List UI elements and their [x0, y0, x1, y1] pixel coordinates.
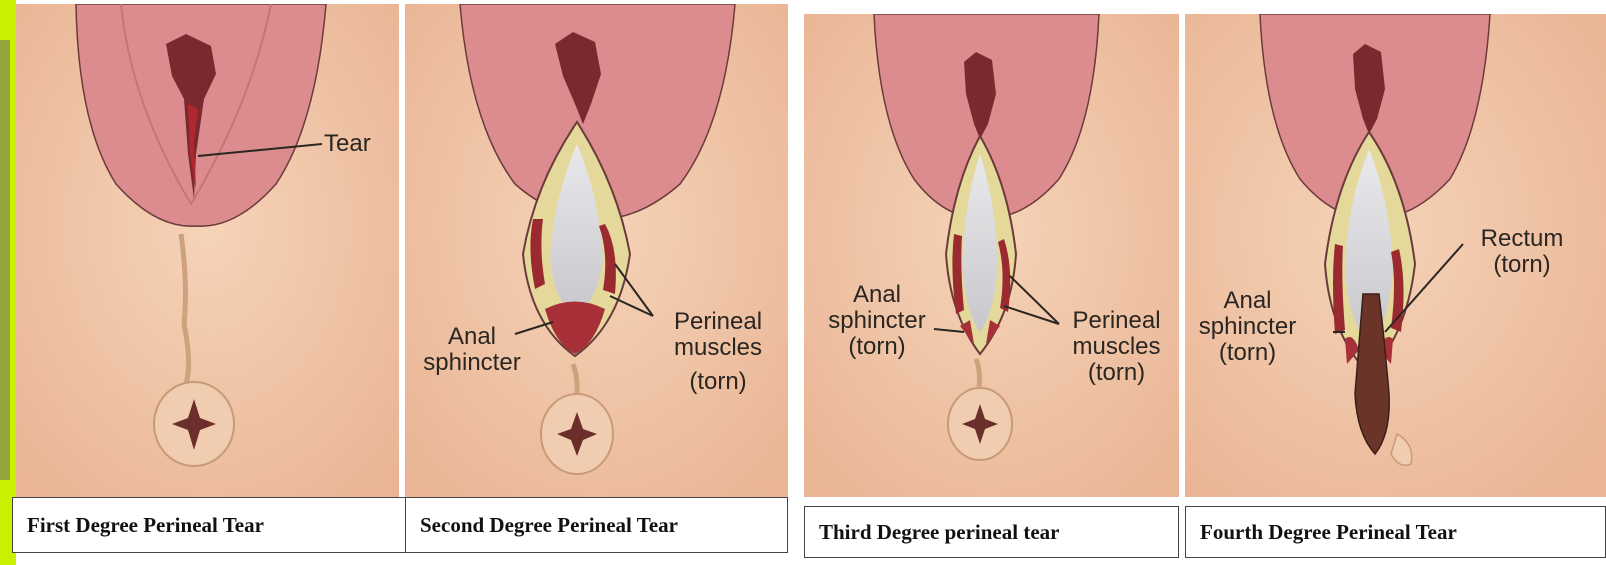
rectum-torn-label: Rectum (torn): [1467, 226, 1577, 278]
perineal-muscles-label-line3: (torn): [653, 369, 783, 395]
anal-sphincter-torn-label-4-line2: sphincter: [1185, 314, 1310, 340]
third-degree-illustration: [804, 14, 1179, 497]
caption-fourth-degree: Fourth Degree Perineal Tear: [1185, 506, 1606, 558]
perineal-muscles-torn-label: Perineal muscles (torn): [1054, 308, 1179, 386]
first-degree-illustration: [16, 4, 399, 497]
tear-label: Tear: [324, 131, 371, 157]
caption-second-degree: Second Degree Perineal Tear: [405, 497, 788, 553]
second-degree-illustration: [405, 4, 788, 497]
anal-sphincter-torn-label-4-line3: (torn): [1185, 340, 1310, 366]
left-edge-strip: [0, 0, 16, 565]
anal-sphincter-torn-label-line3: (torn): [812, 334, 942, 360]
anal-sphincter-torn-label-4-line1: Anal: [1185, 288, 1310, 314]
panel-third-degree: Anal sphincter (torn) Perineal muscles (…: [804, 14, 1179, 497]
panel-fourth-degree: Anal sphincter (torn) Rectum (torn): [1185, 14, 1606, 497]
anal-sphincter-label-line2: sphincter: [407, 350, 537, 376]
anal-sphincter-torn-label-line2: sphincter: [812, 308, 942, 334]
perineal-muscles-label-line1: Perineal: [653, 309, 783, 335]
rectum-torn-label-line2: (torn): [1467, 252, 1577, 278]
panel-first-degree: Tear: [16, 4, 399, 497]
caption-first-degree: First Degree Perineal Tear: [12, 497, 408, 553]
perineal-muscles-label: Perineal muscles (torn): [653, 309, 783, 395]
anal-sphincter-torn-label: Anal sphincter (torn): [812, 282, 942, 360]
caption-third-degree: Third Degree perineal tear: [804, 506, 1179, 558]
anal-sphincter-label: Anal sphincter: [407, 324, 537, 376]
anal-sphincter-torn-label-line1: Anal: [812, 282, 942, 308]
perineal-muscles-torn-label-line2: muscles: [1054, 334, 1179, 360]
rectum-torn-label-line1: Rectum: [1467, 226, 1577, 252]
anal-sphincter-label-line1: Anal: [407, 324, 537, 350]
anal-sphincter-torn-label-4: Anal sphincter (torn): [1185, 288, 1310, 366]
perineal-muscles-torn-label-line1: Perineal: [1054, 308, 1179, 334]
perineal-muscles-torn-label-line3: (torn): [1054, 360, 1179, 386]
panel-second-degree: Anal sphincter Perineal muscles (torn): [405, 4, 788, 497]
perineal-muscles-label-line2: muscles: [653, 335, 783, 361]
